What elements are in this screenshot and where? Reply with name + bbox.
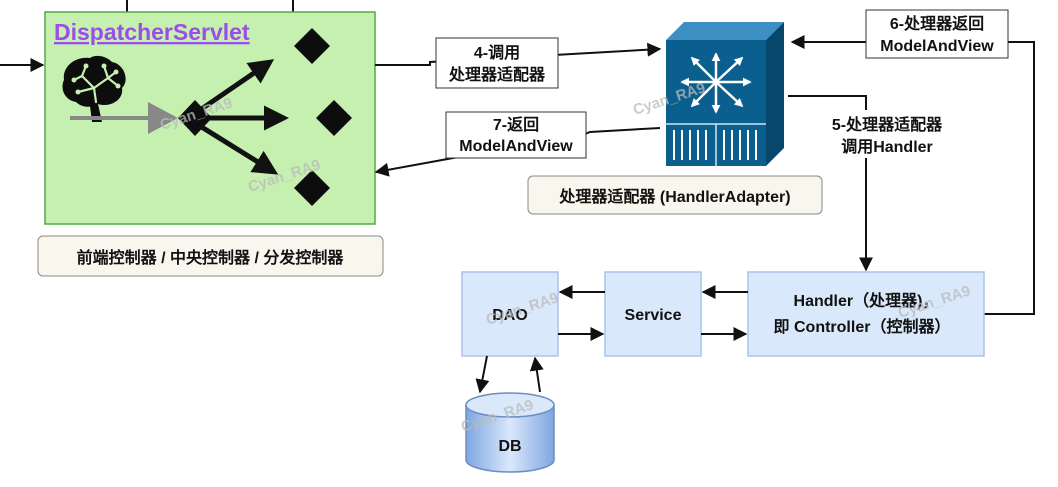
handler-box <box>747 271 985 357</box>
dispatcher-title: DispatcherServlet <box>54 19 250 45</box>
dispatcher-caption-box <box>37 235 384 277</box>
edge-7-label-box <box>445 111 587 159</box>
dao-label: DAO <box>492 307 528 324</box>
edge-4-label-line1: 4-调用 <box>474 44 520 62</box>
adapter-caption: 处理器适配器 (HandlerAdapter) <box>558 187 790 206</box>
edge-dao-to-db <box>475 355 490 394</box>
edge-5-label-line1: 5-处理器适配器 <box>832 115 943 134</box>
db-label: DB <box>498 438 521 455</box>
edge-7-label-line2: ModelAndView <box>459 138 573 155</box>
edge-6-label-line2: ModelAndView <box>880 38 994 55</box>
edge-5-label-line2: 调用Handler <box>841 138 933 156</box>
edge-7-label-line1: 7-返回 <box>493 115 539 134</box>
edge-5-adapter-calls-handler <box>788 95 873 272</box>
edge-4-label-line2: 处理器适配器 <box>448 65 546 84</box>
routing-diamond-icon <box>70 28 352 206</box>
service-label: Service <box>625 307 682 324</box>
edge-6-label-box <box>865 9 1009 59</box>
edge-db-to-dao <box>529 356 544 393</box>
edge-4-label-box <box>435 37 559 89</box>
database-cylinder-icon <box>465 392 555 473</box>
handler-label-line1: Handler（处理器)， <box>794 291 939 310</box>
handler-label-line2: 即 Controller（控制器） <box>774 317 951 336</box>
edge-5-label-box <box>816 110 958 158</box>
edge-6-label-line1: 6-处理器返回 <box>890 14 984 33</box>
service-box <box>604 271 702 357</box>
network-switch-icon <box>666 22 784 166</box>
adapter-caption-box <box>527 175 823 215</box>
dao-box <box>461 271 559 357</box>
dispatcher-caption: 前端控制器 / 中央控制器 / 分发控制器 <box>77 248 345 267</box>
